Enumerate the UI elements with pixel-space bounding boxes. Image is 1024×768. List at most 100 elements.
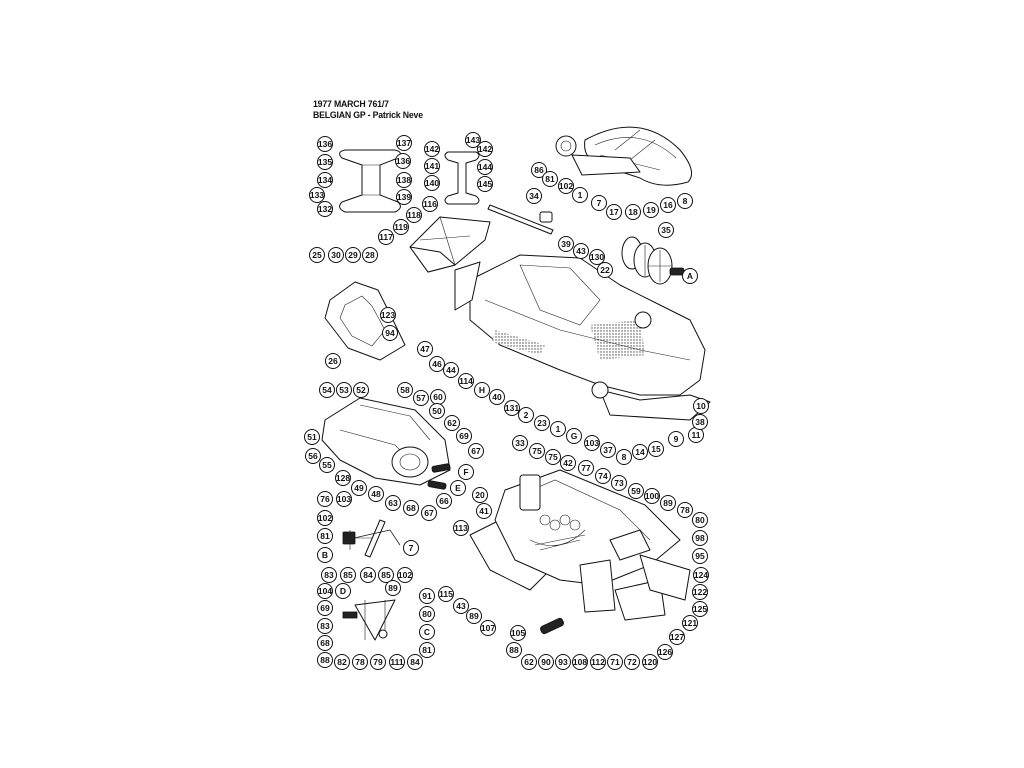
callout-number: 86 [534, 165, 544, 175]
callout-number: 79 [373, 657, 383, 667]
callout-circle [450, 480, 466, 496]
callout-number: 1 [556, 424, 561, 434]
callout-circle [550, 421, 566, 437]
callout-circle [472, 487, 488, 503]
callout-circle [304, 429, 320, 445]
callout-circle [643, 202, 659, 218]
callout-number: 111 [390, 657, 404, 667]
callout-circle [396, 135, 412, 151]
callout-number: 81 [545, 174, 555, 184]
callout-circle [692, 530, 708, 546]
callout-number: 107 [481, 623, 495, 633]
callout-number: 1 [578, 190, 583, 200]
callout-circle [403, 500, 419, 516]
callout-number: 89 [469, 611, 479, 621]
callout-circle [419, 642, 435, 658]
callout-circle [458, 464, 474, 480]
diagram-subtitle: BELGIAN GP - Patrick Neve [313, 110, 423, 121]
callout-number: G [571, 431, 578, 441]
callout-circle [518, 407, 534, 423]
callout-number: 19 [646, 205, 656, 215]
callout-circle [682, 615, 698, 631]
callout-circle [590, 654, 606, 670]
rear-suspension-link-b-part [342, 519, 401, 558]
callout-number: 95 [695, 551, 705, 561]
callout-number: 143 [466, 135, 480, 145]
callout-circle [317, 172, 333, 188]
callout-number: 58 [400, 385, 410, 395]
callout-circle [658, 222, 674, 238]
callout-number: 94 [385, 328, 395, 338]
rear-wing-endplate-part [339, 149, 401, 213]
callout-circle [429, 356, 445, 372]
callout-number: 127 [670, 632, 684, 642]
callout-number: 139 [397, 192, 411, 202]
callout-number: 124 [694, 570, 708, 580]
callout-circle [352, 654, 368, 670]
callout-circle [692, 548, 708, 564]
callout-number: 88 [509, 645, 519, 655]
callout-circle [397, 382, 413, 398]
callout-circle [572, 187, 588, 203]
callout-number: 77 [581, 463, 591, 473]
engine-cover-part [321, 397, 451, 490]
callout-number: 22 [600, 265, 610, 275]
callout-circle [465, 132, 481, 148]
callout-number: 142 [425, 144, 439, 154]
callout-number: 85 [343, 570, 353, 580]
callout-number: 123 [381, 310, 395, 320]
callout-circle [560, 455, 576, 471]
callout-number: 137 [397, 138, 411, 148]
callout-number: 93 [558, 657, 568, 667]
callout-number: 117 [379, 232, 393, 242]
callout-circle [692, 512, 708, 528]
callout-circle [317, 547, 333, 563]
diagram-title: 1977 MARCH 761/7 [313, 99, 389, 110]
callout-circle [504, 400, 520, 416]
callout-number: H [479, 385, 485, 395]
callout-number: 81 [422, 645, 432, 655]
callout-circle [380, 307, 396, 323]
callout-circle [477, 176, 493, 192]
callout-circle [419, 588, 435, 604]
callout-number: 131 [505, 403, 519, 413]
callout-circle [526, 188, 542, 204]
callout-circle [669, 629, 685, 645]
callout-circle [458, 373, 474, 389]
callout-number: 80 [695, 515, 705, 525]
callout-circle [506, 642, 522, 658]
callout-circle [378, 229, 394, 245]
callout-circle [591, 195, 607, 211]
callout-number: 112 [591, 657, 605, 667]
front-nose-assembly-part [555, 126, 693, 186]
callout-circle [309, 187, 325, 203]
callout-number: 41 [479, 506, 489, 516]
callout-number: 9 [674, 434, 679, 444]
callout-circle [660, 197, 676, 213]
callout-number: 141 [425, 161, 439, 171]
callout-number: 67 [424, 508, 434, 518]
callout-circle [396, 172, 412, 188]
callout-circle [572, 654, 588, 670]
callout-circle [319, 382, 335, 398]
callout-circle [443, 362, 459, 378]
callout-circle [573, 243, 589, 259]
callout-circle [632, 444, 648, 460]
callout-circle [677, 193, 693, 209]
callout-number: 133 [310, 190, 324, 200]
chassis-monocoque-part [454, 254, 711, 421]
callout-circle [317, 154, 333, 170]
callout-number: 38 [695, 417, 705, 427]
callout-number: 104 [318, 586, 332, 596]
callout-circle [421, 505, 437, 521]
callout-circle [648, 441, 664, 457]
callout-circle [436, 493, 452, 509]
callout-circle [378, 567, 394, 583]
callout-number: C [424, 627, 430, 637]
callout-circle [395, 153, 411, 169]
callout-number: 10 [696, 401, 706, 411]
callout-number: 66 [439, 496, 449, 506]
callout-number: 130 [590, 252, 604, 262]
callout-circle [480, 620, 496, 636]
callout-number: 43 [576, 246, 586, 256]
